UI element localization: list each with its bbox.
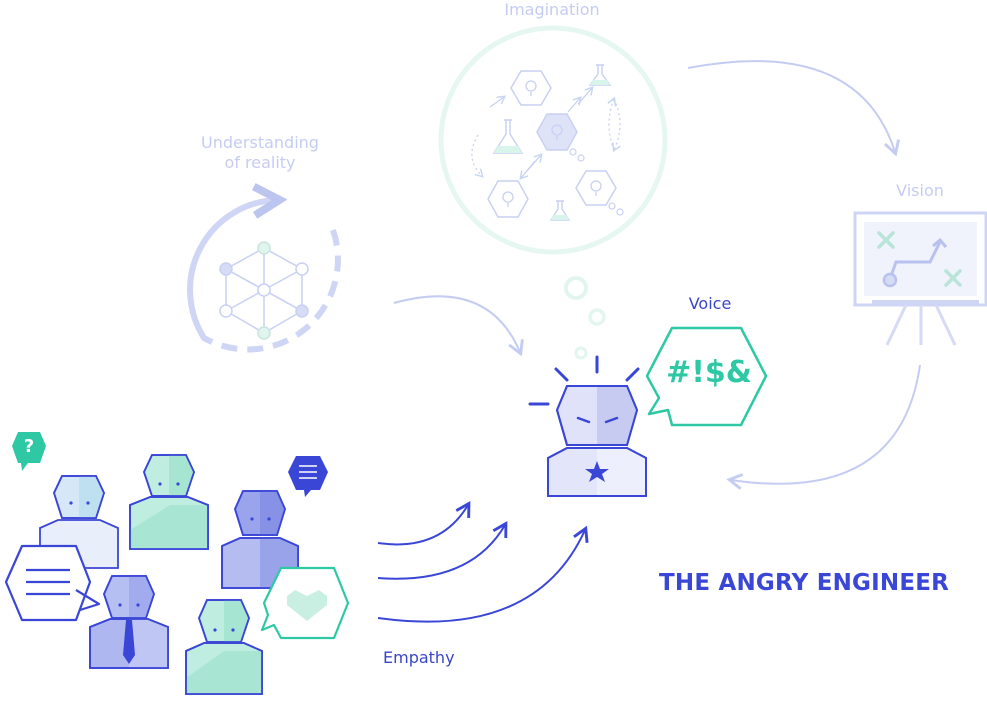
list-bubble-large <box>4 544 101 622</box>
label-imagination: Imagination <box>504 0 600 19</box>
diagram-title: THE ANGRY ENGINEER <box>659 570 950 596</box>
heart-speech-bubble <box>260 566 350 640</box>
angry-eyes <box>576 416 619 424</box>
imagination-node <box>438 25 668 360</box>
arrow-imagination-to-vision <box>687 60 900 157</box>
empathy-arrow-3 <box>377 525 589 623</box>
heart-icon <box>287 590 327 621</box>
person-back-middle <box>129 454 209 550</box>
tie-icon <box>123 620 135 664</box>
label-vision: Vision <box>896 181 944 200</box>
flask-icons <box>492 64 612 221</box>
person-back-left <box>39 475 119 569</box>
thought-bubble-large <box>564 276 588 300</box>
empathy-arrow-2 <box>377 520 508 580</box>
cube-network-icon <box>219 241 309 340</box>
thought-bubble-small <box>574 346 588 360</box>
strategy-path <box>888 241 942 280</box>
angry-engineer-figure <box>528 355 647 497</box>
easel-legs <box>885 304 957 346</box>
arrow-vision-to-engineer <box>726 364 921 490</box>
label-understanding-of-reality: Understanding of reality <box>201 133 319 172</box>
person-back-right <box>221 490 299 589</box>
x-mark-icons <box>877 231 962 287</box>
idea-hexagon-icons <box>487 70 617 218</box>
question-bubble <box>12 432 46 471</box>
anger-rays <box>528 355 640 406</box>
question-mark-text: ? <box>23 436 35 457</box>
understanding-dashed-arc <box>202 229 341 353</box>
star-icon <box>585 461 609 482</box>
empathy-arrows <box>377 500 589 623</box>
empathy-arrow-1 <box>377 500 471 546</box>
label-empathy: Empathy <box>383 648 455 667</box>
faded-arrows <box>393 60 921 490</box>
label-voice: Voice <box>688 294 732 313</box>
list-bubble-small <box>288 456 328 497</box>
understanding-of-reality-node <box>187 200 341 353</box>
vision-node <box>853 211 987 346</box>
person-front-right <box>185 599 263 695</box>
person-front-tie <box>89 575 169 669</box>
imagination-circle <box>438 25 668 255</box>
voice-symbols-text: #!$& <box>666 355 752 390</box>
imagination-arrows <box>471 86 621 180</box>
thought-bubble-medium <box>588 308 606 326</box>
imagination-small-circles <box>569 148 624 216</box>
lightbulb-icons <box>502 80 602 207</box>
understanding-solid-arc <box>187 200 276 341</box>
voice-speech-bubble <box>645 326 768 427</box>
arrow-understanding-to-engineer <box>393 295 524 357</box>
engineer-head <box>555 385 639 446</box>
